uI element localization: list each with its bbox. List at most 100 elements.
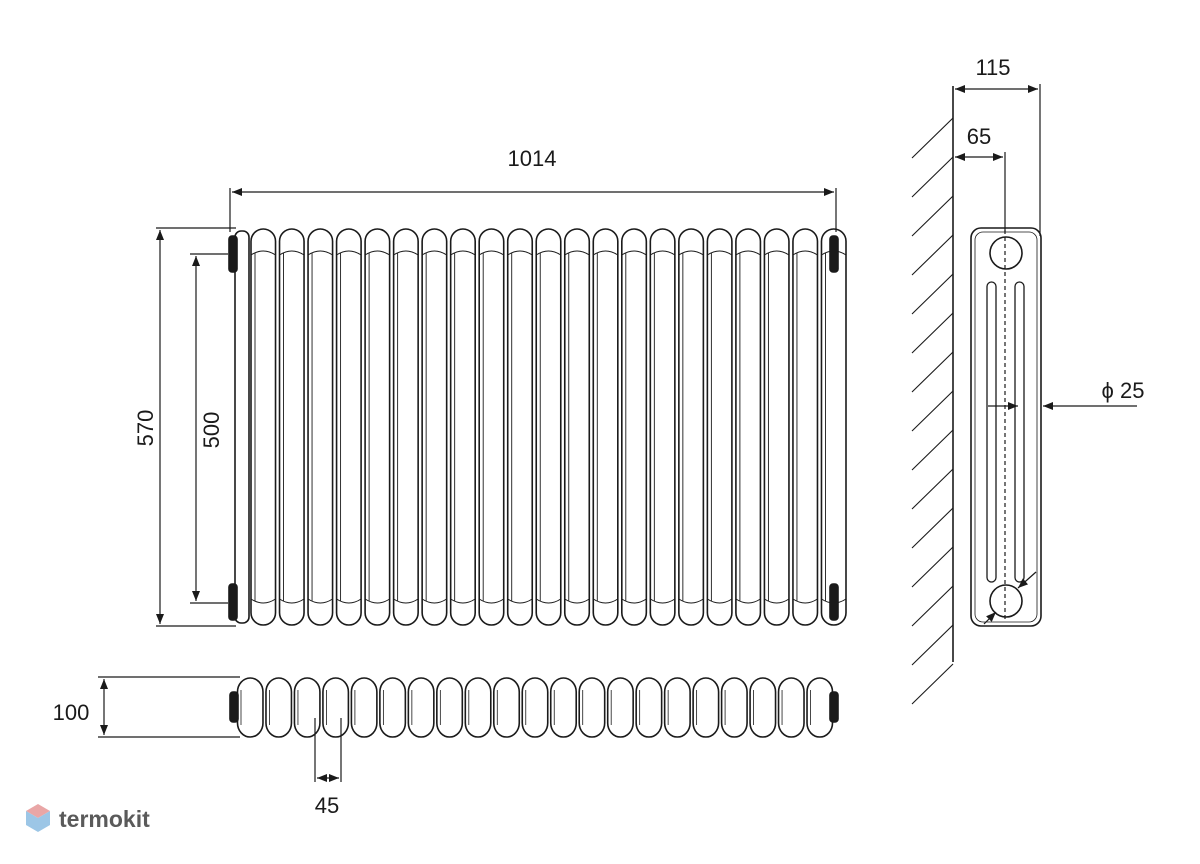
front-section-bottom-hub (678, 598, 704, 604)
front-section-bottom-hub (250, 598, 276, 604)
front-section-bottom-hub (564, 598, 590, 604)
side-section-inner (974, 231, 1038, 623)
front-section-top-hub (279, 250, 305, 256)
front-section-bottom-hub (393, 598, 419, 604)
top-section (322, 677, 350, 738)
brand-logo: termokit (26, 804, 150, 832)
front-section (392, 228, 419, 626)
diameter-leader-diag-bottom (983, 611, 997, 625)
front-section-top-hub (678, 250, 704, 256)
front-section-bottom-hub (792, 598, 818, 604)
side-section-body (970, 227, 1042, 627)
front-section (763, 228, 790, 626)
front-section-top-hub (364, 250, 390, 256)
front-section (820, 228, 847, 626)
front-section-bottom-hub (450, 598, 476, 604)
label-side-depth: 115 (975, 55, 1010, 80)
wall-hatch-line (911, 351, 954, 393)
front-section-bottom-hub (764, 598, 790, 604)
label-overall-width: 1014 (508, 146, 557, 171)
front-section (335, 228, 362, 626)
top-view (229, 677, 839, 738)
front-section (678, 228, 705, 626)
front-plug-left-top (228, 235, 238, 273)
wall-hatch (911, 117, 954, 705)
label-top-depth: 100 (53, 700, 90, 725)
front-section-top-hub (450, 250, 476, 256)
wall-hatch-line (911, 117, 954, 159)
front-section (563, 228, 591, 626)
dim-side-axis-offset (955, 152, 1006, 232)
hexagon-cube-icon (26, 804, 50, 832)
wall-hatch-line (911, 195, 954, 237)
front-section (278, 228, 305, 626)
front-section-bottom-hub (621, 598, 647, 604)
front-section-bottom-hub (735, 598, 761, 604)
front-section (250, 228, 277, 626)
label-side-axis-offset: 65 (967, 124, 991, 149)
front-end-cap (234, 230, 250, 624)
front-section-bottom-hub (364, 598, 390, 604)
label-section-pitch: 45 (315, 793, 339, 818)
front-section (449, 228, 476, 626)
top-section (350, 677, 378, 738)
front-section-bottom-hub (507, 598, 533, 604)
front-section-top-hub (393, 250, 419, 256)
top-section (777, 677, 805, 738)
front-section (649, 228, 676, 626)
front-section-bottom-hub (650, 598, 676, 604)
front-section-top-hub (507, 250, 533, 256)
wall-hatch-line (911, 468, 954, 510)
diameter-leader-diag-top (1017, 571, 1037, 589)
brand-name: termokit (59, 806, 150, 832)
top-plug-left (229, 691, 239, 723)
front-section-top-hub (250, 250, 276, 256)
wall-hatch-line (911, 390, 954, 432)
front-section (535, 228, 562, 626)
side-slot-left (986, 281, 997, 583)
front-plug-bottom (829, 583, 839, 621)
top-section (379, 677, 407, 738)
top-section (720, 677, 748, 738)
front-section-top-hub (764, 250, 790, 256)
top-section (265, 677, 293, 738)
top-section (549, 677, 578, 738)
front-section-top-hub (650, 250, 676, 256)
front-section-bottom-hub (478, 598, 504, 604)
top-plug-right (829, 691, 839, 723)
front-section-bottom-hub (421, 598, 447, 604)
front-section-top-hub (621, 250, 647, 256)
front-section-top-hub (707, 250, 733, 256)
front-section (592, 228, 619, 626)
front-plug-top (829, 235, 839, 273)
front-section (792, 228, 819, 626)
side-slot-right (1014, 281, 1025, 583)
front-section-top-hub (564, 250, 590, 256)
wall-hatch-line (911, 312, 954, 354)
front-section-top-hub (535, 250, 562, 256)
wall-hatch-line (911, 507, 954, 549)
front-section-top-hub (336, 250, 362, 256)
wall-hatch-line (911, 624, 954, 666)
top-section (606, 677, 634, 738)
front-section (621, 228, 648, 626)
top-section (436, 677, 464, 738)
top-section (663, 677, 691, 738)
label-connection-diameter: ϕ 25 (1102, 378, 1145, 403)
front-section-top-hub (593, 250, 619, 256)
front-section-top-hub (421, 250, 447, 256)
dim-top-depth (98, 676, 240, 738)
front-section (735, 228, 762, 626)
dim-axis-distance (190, 253, 228, 604)
top-section (521, 677, 549, 738)
front-section-bottom-hub (307, 598, 333, 604)
front-section (706, 228, 733, 626)
front-section (307, 228, 334, 626)
front-plug-left-bottom (228, 583, 238, 621)
front-section (478, 228, 505, 626)
bottom-connection-hole (989, 584, 1023, 618)
wall-hatch-line (911, 585, 954, 627)
top-section (293, 677, 321, 738)
wall-hatch-line (911, 429, 954, 471)
